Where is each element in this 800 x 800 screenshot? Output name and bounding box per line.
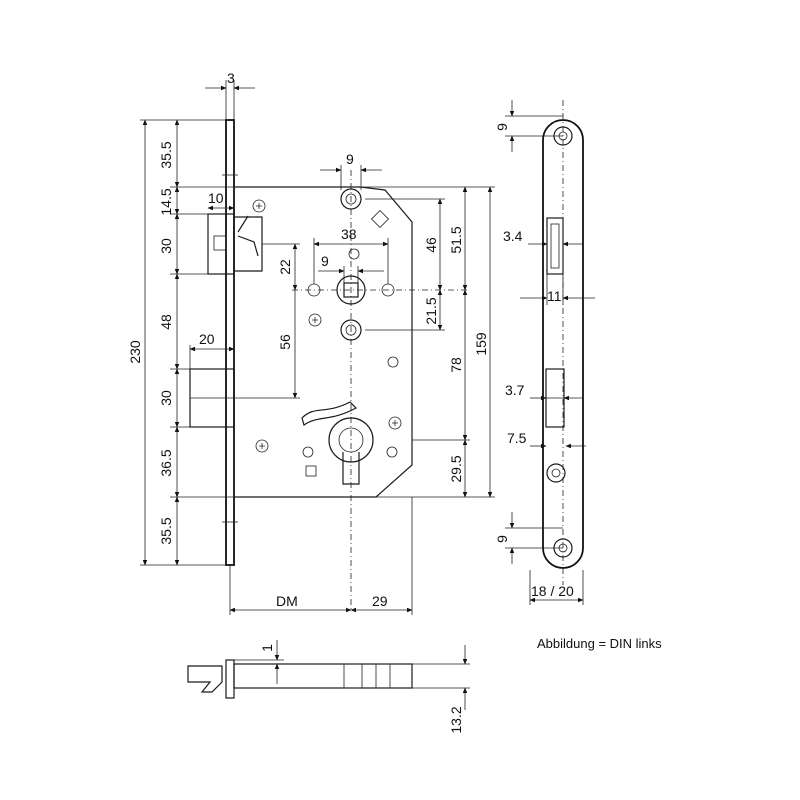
dim-29-5: 29.5 [448,455,464,482]
dim-9-top: 9 [346,151,354,167]
dim-18-20: 18 / 20 [531,583,574,599]
dim-38: 38 [341,226,357,242]
dim-3-7: 3.7 [505,382,525,398]
dim-side-9-top: 9 [494,123,510,131]
dim-14-5: 14.5 [158,188,174,215]
dim-side-9-bottom: 9 [494,535,510,543]
dim-7-5: 7.5 [507,430,527,446]
dim-10: 10 [208,190,224,206]
dim-56: 56 [277,334,293,350]
dim-22: 22 [277,259,293,275]
front-view [140,80,495,615]
dim-35-5-bottom: 35.5 [158,517,174,544]
dim-9-follower: 9 [321,253,329,269]
dim-dm: DM [276,593,298,609]
dimension-labels: 3 9 10 38 9 20 230 35.5 14.5 30 48 30 36… [127,70,574,734]
latch-bolt [207,213,263,275]
cylinder-hole [301,401,374,485]
side-latch [546,217,564,275]
dim-35-5-top: 35.5 [158,141,174,168]
side-faceplate [542,119,584,569]
dim-20: 20 [199,331,215,347]
dim-21-5: 21.5 [423,297,439,324]
side-view [505,100,595,605]
dim-11: 11 [547,288,562,304]
dim-3: 3 [227,70,235,86]
dim-78: 78 [448,357,464,373]
dim-36-5: 36.5 [158,449,174,476]
dim-13-2: 13.2 [448,706,464,733]
lock-case [233,186,413,498]
dim-51-5: 51.5 [448,226,464,253]
dim-48: 48 [158,314,174,330]
dim-29: 29 [372,593,388,609]
dead-bolt [189,368,235,428]
figure-note: Abbildung = DIN links [537,636,662,651]
screws [252,199,402,477]
dim-230: 230 [127,340,143,364]
dim-3-4: 3.4 [503,228,523,244]
bottom-view [187,640,470,710]
dim-159: 159 [473,332,489,356]
dim-30-bolt: 30 [158,390,174,406]
dim-46: 46 [423,237,439,253]
dim-30-latch: 30 [158,238,174,254]
dim-1: 1 [259,644,275,652]
